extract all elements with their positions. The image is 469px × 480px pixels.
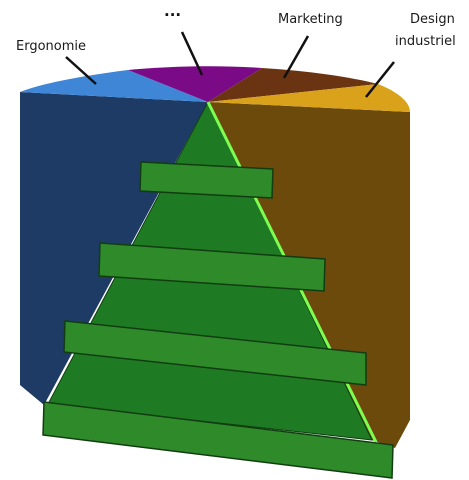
pyramid-tier-1 [139,161,274,199]
label-marketing: Marketing [278,12,343,27]
label-ergonomie: Ergonomie [16,39,86,54]
pyramid-tier-2 [98,242,326,292]
pointer-marketing [282,35,310,79]
label-design: Design [410,12,455,27]
label-industriel: industriel [395,34,456,49]
pie-slice-ellipsis [128,66,262,102]
pointer-ellipsis [180,31,204,76]
pie-slice-design-industriel [208,84,410,112]
pyramid-tier-4 [42,401,394,479]
label-ellipsis: ... [164,2,181,20]
pointer-design-industriel [365,61,395,98]
pointer-ergonomie [65,56,97,85]
pyramid-tier-3 [63,320,367,386]
pie-slice-marketing [208,68,378,102]
pie-slice-ergonomie [20,70,208,102]
